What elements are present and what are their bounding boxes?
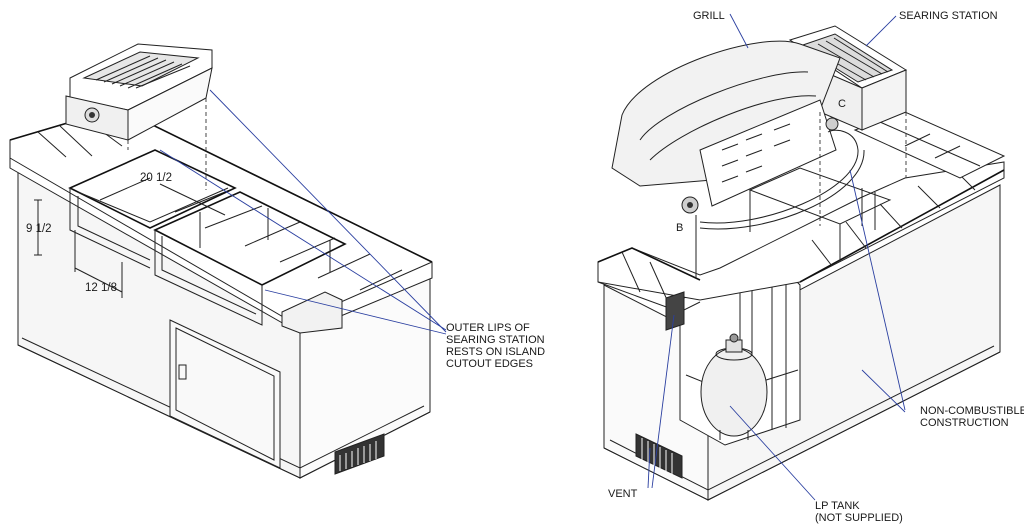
point-c-label: C [838, 98, 846, 110]
searing-station-label: SEARING STATION [899, 10, 998, 22]
right-vent [635, 433, 683, 479]
dimension-depth-label: 20 1/2 [140, 172, 172, 184]
dimension-width-label: 12 1/8 [85, 282, 117, 294]
left-searing-cutout [68, 149, 237, 229]
right-grill [611, 40, 841, 214]
left-grill-cutout [153, 191, 347, 286]
point-b-label: B [676, 222, 684, 234]
lp-tank-label-line-1: LP TANK [815, 500, 860, 512]
right-island [597, 13, 1006, 501]
left-access-door [169, 319, 281, 469]
outer-lips-label-line-4: CUTOUT EDGES [446, 358, 533, 370]
non-combustible-label-line-1: NON-COMBUSTIBLE [920, 405, 1024, 417]
outer-lips-label-line-2: SEARING STATION [446, 334, 545, 346]
outer-lips-label-line-1: OUTER LIPS OF [446, 322, 530, 334]
non-combustible-label-line-2: CONSTRUCTION [920, 417, 1009, 429]
outer-lips-label-line-3: RESTS ON ISLAND [446, 346, 546, 358]
vent-label: VENT [608, 488, 638, 500]
lp-tank [700, 333, 768, 440]
lp-tank-label-line-2: (NOT SUPPLIED) [815, 512, 903, 524]
left-island [9, 43, 447, 479]
grill-label: GRILL [693, 10, 725, 22]
dimension-lines [34, 177, 226, 298]
dimension-height-label: 9 1/2 [26, 223, 52, 235]
left-vent [334, 433, 385, 475]
left-searing-station [65, 43, 213, 141]
right-searing-station [788, 25, 908, 131]
